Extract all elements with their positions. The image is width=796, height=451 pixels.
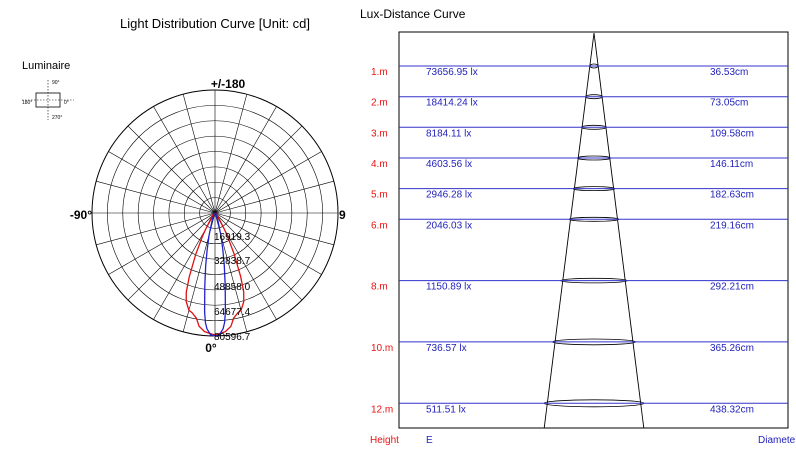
illuminance-label: 1150.89 lx	[426, 282, 471, 293]
polar-grid	[91, 89, 339, 337]
polar-spoke	[214, 212, 303, 301]
height-label: 12.m	[371, 404, 393, 415]
diameter-label: 219.16cm	[710, 220, 754, 231]
cone-left-edge	[543, 32, 595, 429]
ring-label-4: 64677.4	[214, 307, 251, 318]
angle-label-top: +/-180	[211, 77, 246, 91]
footer-diameter-label: Diamete	[758, 435, 796, 446]
illuminance-label: 511.51 lx	[426, 404, 466, 415]
icon-label-right: 0°	[64, 100, 69, 106]
height-label: 1.m	[371, 67, 388, 78]
polar-curve-blue	[203, 212, 227, 337]
height-label: 6.m	[371, 220, 388, 231]
diameter-label: 109.58cm	[710, 128, 754, 139]
angle-label-bottom: 0°	[205, 341, 217, 355]
polar-spoke	[96, 180, 216, 214]
polar-curves	[185, 212, 245, 337]
height-label: 5.m	[371, 190, 388, 201]
illuminance-label: 736.57 lx	[426, 343, 467, 354]
lux-distance-panel: Lux-Distance Curve 1.m 73656.95 lx 36.53cm…	[360, 7, 796, 446]
polar-title: Light Distribution Curve [Unit: cd]	[120, 16, 310, 31]
footer-e-label: E	[426, 435, 433, 446]
polar-spoke	[108, 151, 216, 214]
polar-spoke	[214, 106, 277, 214]
height-label: 4.m	[371, 159, 388, 170]
polar-spoke	[214, 125, 303, 214]
diameter-label: 292.21cm	[710, 282, 754, 293]
ring-label-5: 80596.7	[214, 332, 251, 343]
illuminance-label: 4603.56 lx	[426, 159, 472, 170]
polar-spoke	[214, 94, 248, 214]
polar-spoke	[96, 212, 216, 246]
illuminance-label: 8184.11 lx	[426, 128, 471, 139]
polar-spoke	[214, 180, 334, 214]
polar-spoke	[214, 151, 322, 214]
height-label: 8.m	[371, 282, 388, 293]
ring-labels: 16919.3 32838.7 48858.0 64677.4 80596.7	[214, 232, 251, 343]
ring-label-2: 32838.7	[214, 256, 251, 267]
illuminance-label: 73656.95 lx	[426, 67, 478, 78]
cone-right-edge	[593, 32, 645, 429]
angle-label-left: -90°	[70, 208, 92, 222]
polar-spoke	[153, 106, 216, 214]
polar-spoke	[182, 94, 216, 214]
light-distribution-panel: Light Distribution Curve [Unit: cd] Lumi…	[22, 16, 346, 355]
icon-label-bottom: 270°	[52, 115, 62, 121]
polar-spoke	[214, 212, 322, 275]
diameter-label: 182.63cm	[710, 190, 754, 201]
polar-spoke	[108, 212, 216, 275]
height-label: 10.m	[371, 343, 393, 354]
icon-label-top: 90°	[52, 80, 60, 86]
light-cone	[543, 32, 645, 429]
icon-label-left: 180°	[22, 100, 32, 106]
lux-plot-frame	[398, 31, 789, 429]
diameter-label: 146.11cm	[710, 159, 753, 170]
ring-label-1: 16919.3	[214, 232, 251, 243]
polar-spoke	[127, 212, 216, 301]
polar-spoke	[127, 125, 216, 214]
diameter-label: 36.53cm	[710, 67, 748, 78]
height-label: 2.m	[371, 98, 388, 109]
angle-label-right: 9	[339, 208, 346, 222]
luminaire-orientation-icon: 90° 180° 0° 270°	[22, 80, 74, 121]
illuminance-label: 2046.03 lx	[426, 220, 472, 231]
illuminance-label: 2946.28 lx	[426, 190, 472, 201]
polar-spoke	[214, 212, 334, 246]
lux-rows: 1.m 73656.95 lx 36.53cm 2.m 18414.24 lx 73.05…	[371, 65, 788, 415]
diameter-label: 438.32cm	[710, 404, 754, 415]
lux-title: Lux-Distance Curve	[360, 7, 466, 21]
polar-curve-red	[185, 212, 245, 336]
diameter-label: 73.05cm	[710, 98, 748, 109]
footer-height-label: Height	[370, 435, 399, 446]
luminaire-label: Luminaire	[22, 60, 70, 72]
illuminance-label: 18414.24 lx	[426, 98, 478, 109]
ring-label-3: 48858.0	[214, 282, 251, 293]
diameter-label: 365.26cm	[710, 343, 754, 354]
height-label: 3.m	[371, 128, 388, 139]
